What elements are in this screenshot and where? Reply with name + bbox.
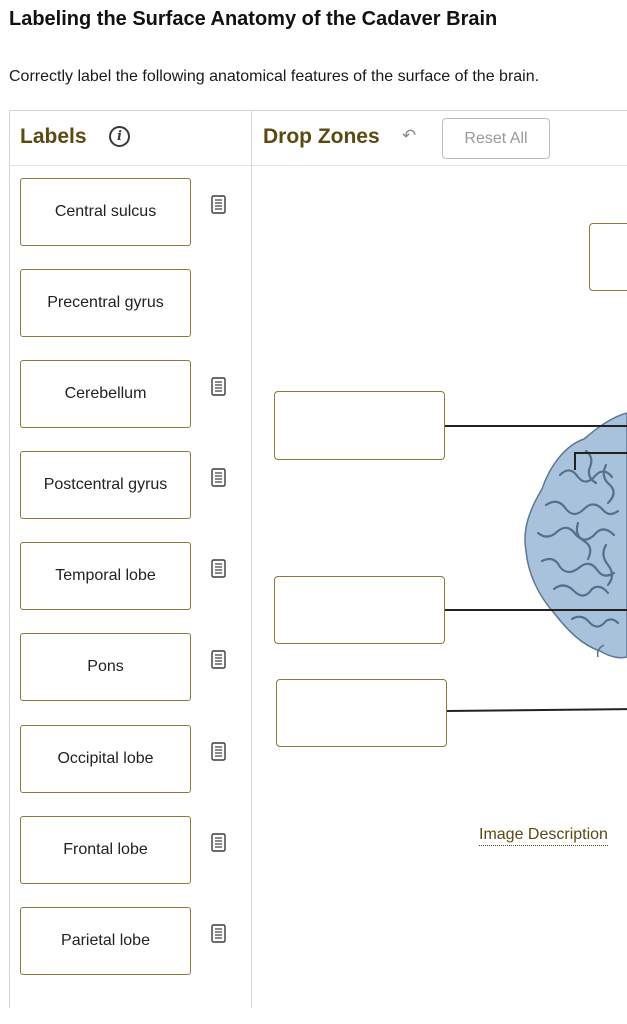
label-text: Frontal lobe xyxy=(63,841,148,858)
label-card-precentral-gyrus[interactable]: Precentral gyrus xyxy=(20,269,191,337)
reset-all-button[interactable]: Reset All xyxy=(442,118,550,159)
hint-document-icon[interactable] xyxy=(211,559,226,578)
panel-left-border xyxy=(9,110,10,1008)
info-icon[interactable]: i xyxy=(109,126,130,147)
panel-divider xyxy=(251,110,252,1008)
label-card-temporal-lobe[interactable]: Temporal lobe xyxy=(20,542,191,610)
undo-icon[interactable]: ↶ xyxy=(402,126,417,145)
page-title: Labeling the Surface Anatomy of the Cada… xyxy=(9,8,498,30)
labeling-panel: Labels i Drop Zones ↶ Reset All xyxy=(9,110,627,1010)
label-card-parietal-lobe[interactable]: Parietal lobe xyxy=(20,907,191,975)
label-text: Pons xyxy=(87,658,124,675)
label-text: Central sulcus xyxy=(54,203,157,220)
leader-line xyxy=(574,452,576,470)
panel-top-border xyxy=(9,110,627,111)
hint-document-icon[interactable] xyxy=(211,833,226,852)
hint-document-icon[interactable] xyxy=(211,195,226,214)
panel-header-border xyxy=(9,165,627,166)
label-card-frontal-lobe[interactable]: Frontal lobe xyxy=(20,816,191,884)
label-text: Cerebellum xyxy=(64,385,147,402)
label-text: Postcentral gyrus xyxy=(43,476,168,493)
instructions: Correctly label the following anatomical… xyxy=(9,68,540,85)
leader-line xyxy=(444,609,627,611)
label-card-pons[interactable]: Pons xyxy=(20,633,191,701)
image-description-link[interactable]: Image Description xyxy=(479,826,608,846)
hint-document-icon[interactable] xyxy=(211,924,226,943)
label-card-central-sulcus[interactable]: Central sulcus xyxy=(20,178,191,246)
hint-document-icon[interactable] xyxy=(211,377,226,396)
hint-document-icon[interactable] xyxy=(211,468,226,487)
drop-zone[interactable] xyxy=(276,679,447,747)
labels-heading: Labels xyxy=(20,125,87,148)
label-text: Temporal lobe xyxy=(55,567,156,584)
drop-zone[interactable] xyxy=(274,576,445,644)
hint-document-icon[interactable] xyxy=(211,742,226,761)
brain-image xyxy=(524,412,627,659)
leader-line xyxy=(574,452,627,454)
drop-zone[interactable] xyxy=(274,391,445,460)
drop-zone[interactable] xyxy=(589,223,627,291)
label-text: Parietal lobe xyxy=(61,932,150,949)
label-card-occipital-lobe[interactable]: Occipital lobe xyxy=(20,725,191,793)
drop-zones-heading: Drop Zones xyxy=(263,125,380,148)
label-card-cerebellum[interactable]: Cerebellum xyxy=(20,360,191,428)
leader-line xyxy=(444,425,627,427)
hint-document-icon[interactable] xyxy=(211,650,226,669)
label-text: Precentral gyrus xyxy=(47,294,164,311)
label-text: Occipital lobe xyxy=(57,750,154,767)
label-card-postcentral-gyrus[interactable]: Postcentral gyrus xyxy=(20,451,191,519)
